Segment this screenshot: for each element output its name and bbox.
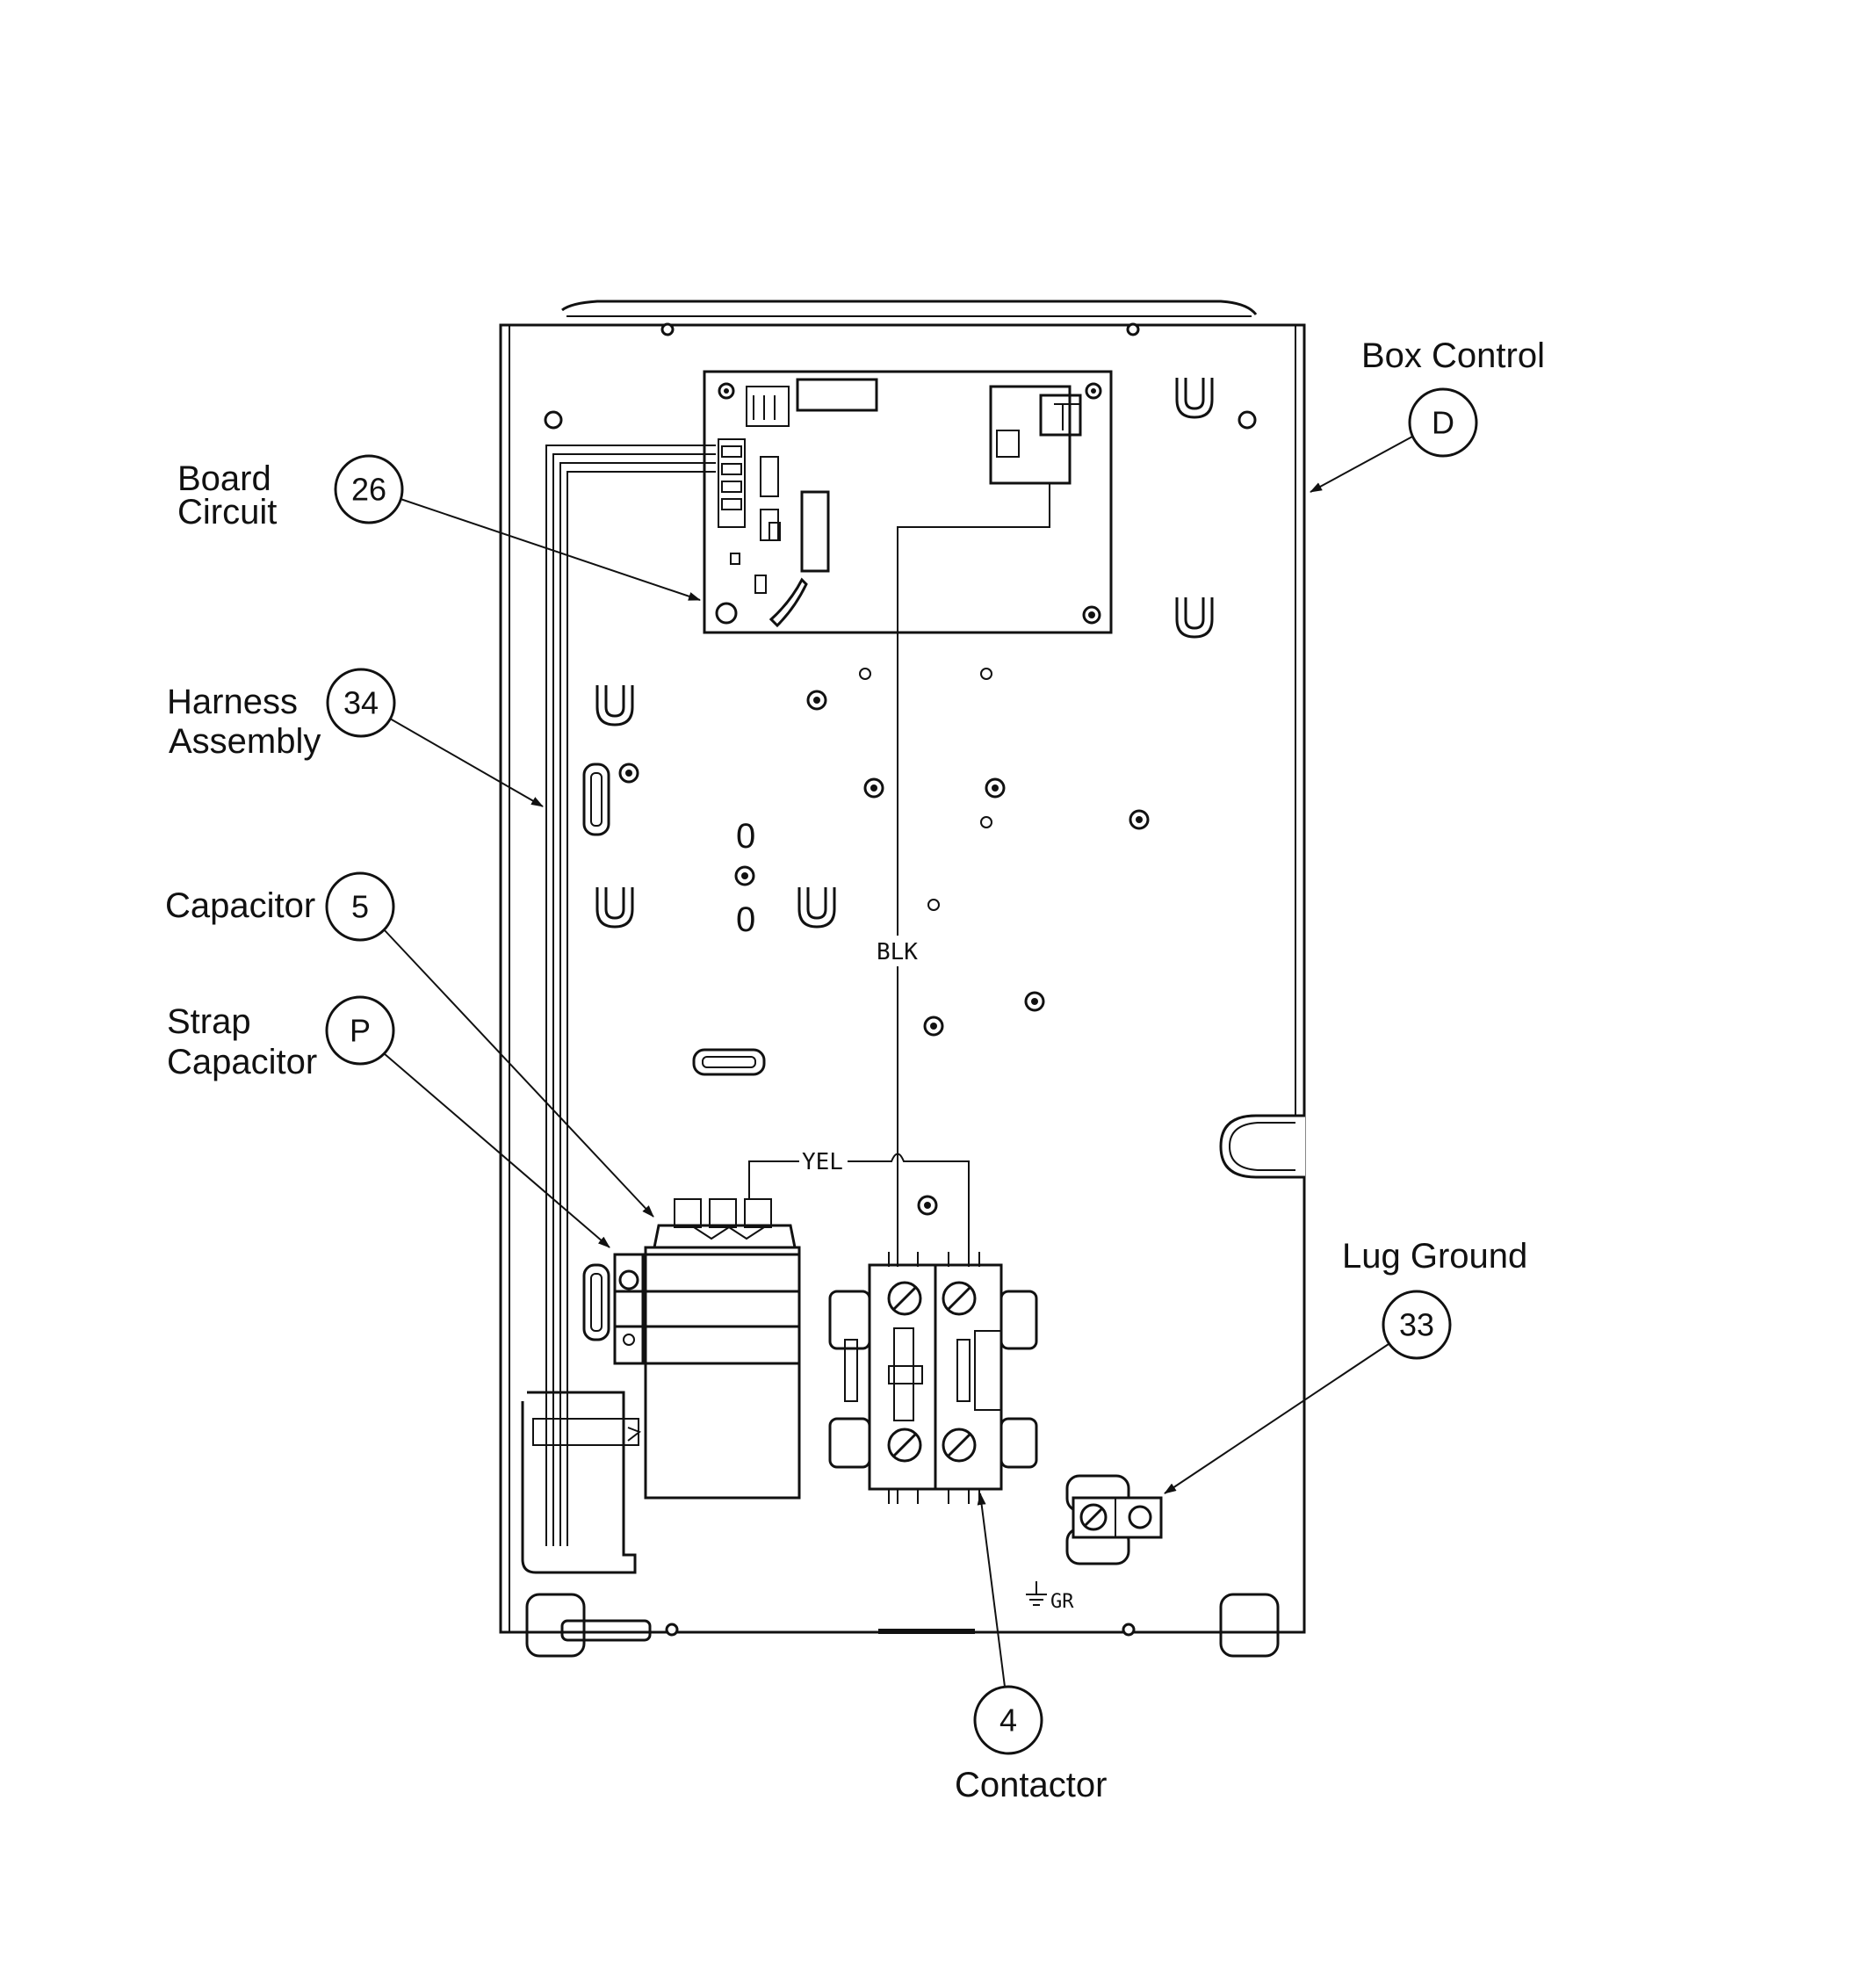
wire-label-yellow: YEL: [802, 1149, 843, 1175]
callout-26-label-line-2: Circuit: [177, 493, 277, 531]
contactor: [828, 1252, 1038, 1504]
callout-p-label-line-2: Capacitor: [167, 1043, 317, 1081]
control-box-panel: [499, 300, 1306, 1658]
callout-5: Capacitor 5: [165, 871, 654, 1218]
ground-lug: GR: [1026, 1474, 1163, 1613]
callout-5-number: 5: [351, 889, 369, 925]
callout-d-label-line-1: Box Control: [1361, 336, 1545, 375]
capacitor-strap: [521, 1253, 801, 1574]
callout-33-number: 33: [1399, 1307, 1434, 1343]
hole-marking-b: 0: [736, 900, 755, 939]
callout-26-number: 26: [351, 472, 386, 508]
callout-5-label-line-1: Capacitor: [165, 886, 315, 925]
callout-34-label-line-2: Assembly: [169, 722, 321, 761]
capacitor: [644, 1198, 801, 1500]
wire-label-black: BLK: [877, 939, 918, 965]
callout-33: Lug Ground 33: [1164, 1237, 1527, 1494]
circuit-board: [703, 370, 1113, 634]
callout-34-label-line-1: Harness: [167, 683, 298, 721]
wire-harness: [545, 445, 716, 1546]
callout-34: Harness Assembly 34: [167, 668, 544, 807]
ground-symbol-icon: [1026, 1581, 1047, 1606]
callout-26: Board Circuit 26: [177, 454, 701, 601]
callout-4-number: 4: [999, 1702, 1017, 1739]
wiring: BLK YEL: [748, 483, 1050, 1252]
callout-33-label-line-1: Lug Ground: [1342, 1237, 1527, 1276]
panel-holes: 0 0: [544, 378, 1257, 1341]
hole-marking-a: 0: [736, 817, 755, 856]
callout-4-label-line-1: Contactor: [955, 1766, 1107, 1804]
callout-p-label-line-1: Strap: [167, 1002, 251, 1041]
callout-p: Strap Capacitor P: [167, 995, 610, 1248]
ground-marking: GR: [1050, 1591, 1074, 1613]
callout-p-number: P: [350, 1013, 371, 1049]
callout-34-number: 34: [343, 685, 379, 721]
callout-4: 4 Contactor: [955, 1493, 1107, 1804]
callout-d-number: D: [1432, 405, 1454, 441]
callout-26-label-line-1: Board: [177, 459, 271, 498]
callout-d: Box Control D: [1310, 336, 1545, 493]
